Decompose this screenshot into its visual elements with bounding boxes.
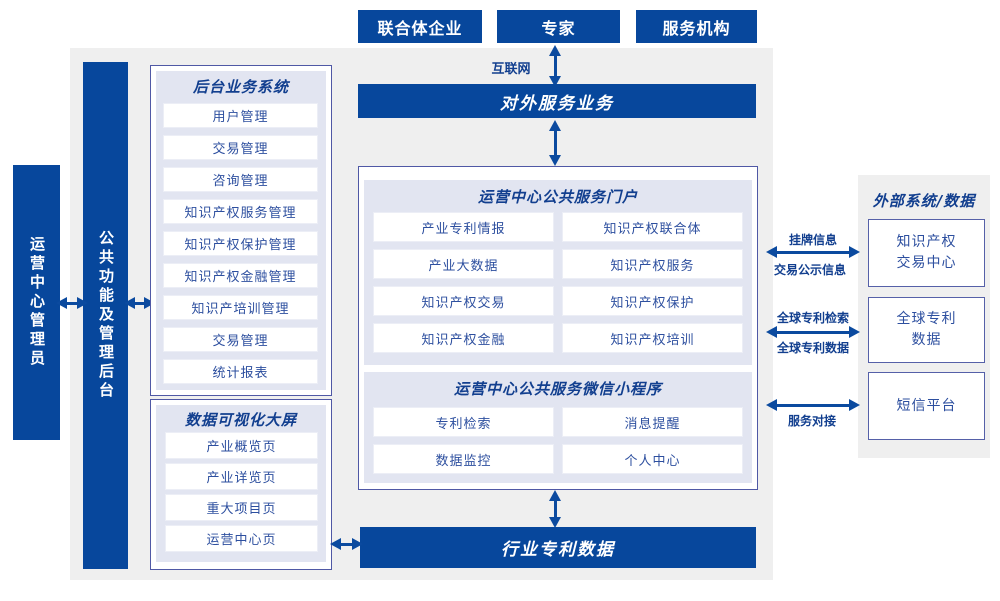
bar-label: 行业专利数据 xyxy=(501,540,615,560)
dataviz-item: 产业详览页 xyxy=(165,463,318,490)
connector-portal-to-sms-platform xyxy=(766,399,860,411)
miniprogram-item: 数据监控 xyxy=(373,444,554,474)
connector-mgmt-to-backend xyxy=(124,297,155,309)
label-service-connection: 服务对接 xyxy=(787,414,836,428)
portal-item: 知识产权服务 xyxy=(562,249,743,279)
external-systems-title: 外部系统/数据 xyxy=(872,192,976,210)
portal-title: 运营中心公共服务门户 xyxy=(477,188,638,206)
portal-item: 知识产权培训 xyxy=(562,323,743,353)
dataviz-item: 运营中心页 xyxy=(165,525,318,552)
connector-internet-arrow xyxy=(549,45,561,87)
actor-consortium-enterprises: 联合体企业 xyxy=(358,10,482,43)
portal-item: 知识产权保护 xyxy=(562,286,743,316)
vbar-label: 运营中心管理员 xyxy=(28,236,46,369)
actor-label: 服务机构 xyxy=(662,18,731,38)
backend-item: 知识产权保护管理 xyxy=(163,231,318,256)
external-box-ip-trade-center: 知识产权 交易中心 xyxy=(868,219,985,287)
dataviz-title: 数据可视化大屏 xyxy=(184,411,297,429)
portal-item: 产业专利情报 xyxy=(373,212,554,242)
connector-portal-to-ip-trade-center xyxy=(766,246,860,258)
connector-admin-to-mgmt xyxy=(56,297,88,309)
dataviz-item: 产业概览页 xyxy=(165,432,318,459)
label-global-patent-data: 全球专利数据 xyxy=(776,341,849,355)
actor-service-agencies: 服务机构 xyxy=(636,10,757,43)
dataviz-item: 重大项目页 xyxy=(165,494,318,521)
external-box-sms-platform: 短信平台 xyxy=(868,372,985,440)
connector-portal-to-global-patent-data xyxy=(766,326,860,338)
actor-label: 专家 xyxy=(541,18,576,38)
external-service-bar: 对外服务业务 xyxy=(358,84,756,118)
backend-item: 交易管理 xyxy=(163,327,318,352)
portal-item: 知识产权联合体 xyxy=(562,212,743,242)
miniprogram-item: 消息提醒 xyxy=(562,407,743,437)
backend-item: 咨询管理 xyxy=(163,167,318,192)
backend-system-title: 后台业务系统 xyxy=(192,78,289,96)
label-listing-info: 挂牌信息 xyxy=(788,233,837,247)
backend-item: 知识产权金融管理 xyxy=(163,263,318,288)
label-global-patent-search: 全球专利检索 xyxy=(776,311,849,325)
internet-label: 互联网 xyxy=(491,62,531,77)
bar-label: 对外服务业务 xyxy=(500,93,614,114)
external-box-global-patent-data: 全球专利 数据 xyxy=(868,297,985,363)
actor-label: 联合体企业 xyxy=(377,18,463,38)
connector-dataviz-to-industry-data xyxy=(330,538,363,550)
label-trade-publicity-info: 交易公示信息 xyxy=(773,263,846,277)
miniprogram-title: 运营中心公共服务微信小程序 xyxy=(453,380,662,398)
backend-item: 知识产培训管理 xyxy=(163,295,318,320)
industry-patent-data-bar: 行业专利数据 xyxy=(360,527,756,568)
backend-item: 统计报表 xyxy=(163,359,318,384)
portal-item: 产业大数据 xyxy=(373,249,554,279)
public-mgmt-backend-bar: 公共功能及管理后台 xyxy=(83,62,128,569)
vbar-label: 公共功能及管理后台 xyxy=(97,230,115,401)
connector-service-to-portal xyxy=(549,120,561,166)
portal-item: 知识产权金融 xyxy=(373,323,554,353)
backend-item: 用户管理 xyxy=(163,103,318,128)
backend-item: 交易管理 xyxy=(163,135,318,160)
operator-admin-bar: 运营中心管理员 xyxy=(13,165,60,440)
miniprogram-item: 个人中心 xyxy=(562,444,743,474)
actor-experts: 专家 xyxy=(497,10,620,43)
portal-item: 知识产权交易 xyxy=(373,286,554,316)
connector-portal-to-industry-data xyxy=(549,490,561,528)
backend-item: 知识产权服务管理 xyxy=(163,199,318,224)
miniprogram-item: 专利检索 xyxy=(373,407,554,437)
